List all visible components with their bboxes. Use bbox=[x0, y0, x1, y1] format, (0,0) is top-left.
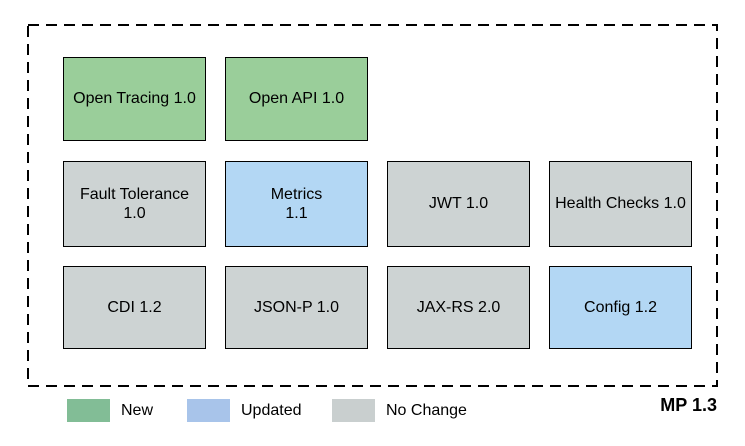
spec-box-health-checks: Health Checks 1.0 bbox=[549, 161, 692, 247]
version-label: MP 1.3 bbox=[660, 395, 717, 415]
legend-label-no-change: No Change bbox=[386, 401, 467, 419]
legend-item-updated: Updated bbox=[187, 399, 302, 422]
spec-box-json-p: JSON-P 1.0 bbox=[225, 266, 368, 349]
spec-box-jax-rs: JAX-RS 2.0 bbox=[387, 266, 530, 349]
legend-label-updated: Updated bbox=[241, 401, 302, 419]
spec-box-open-tracing: Open Tracing 1.0 bbox=[63, 57, 206, 141]
legend-item-no-change: No Change bbox=[332, 399, 467, 422]
legend-swatch-new bbox=[67, 399, 110, 422]
legend-label-new: New bbox=[121, 401, 154, 419]
spec-row-1: Open Tracing 1.0 Open API 1.0 bbox=[63, 57, 368, 141]
legend-item-new: New bbox=[67, 399, 153, 422]
spec-box-fault-tolerance: Fault Tolerance 1.0 bbox=[63, 161, 206, 247]
spec-box-cdi: CDI 1.2 bbox=[63, 266, 206, 349]
spec-row-2: Fault Tolerance 1.0 Metrics 1.1 JWT 1.0 … bbox=[63, 161, 692, 247]
spec-box-jwt: JWT 1.0 bbox=[387, 161, 530, 247]
spec-box-open-api: Open API 1.0 bbox=[225, 57, 368, 141]
legend-swatch-no-change bbox=[332, 399, 375, 422]
legend-swatch-updated bbox=[187, 399, 230, 422]
spec-row-3: CDI 1.2 JSON-P 1.0 JAX-RS 2.0 Config 1.2 bbox=[63, 266, 692, 349]
spec-box-config: Config 1.2 bbox=[549, 266, 692, 349]
spec-box-metrics: Metrics 1.1 bbox=[225, 161, 368, 247]
